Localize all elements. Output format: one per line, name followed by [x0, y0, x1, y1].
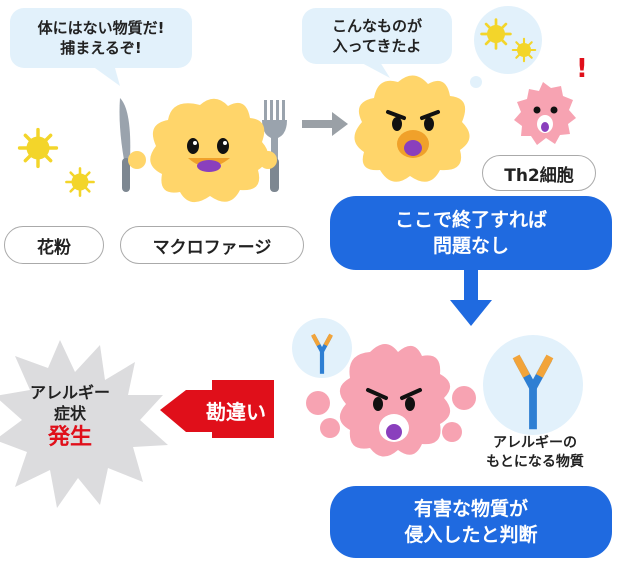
- label-pollen: 花粉: [4, 226, 104, 264]
- thought-bubble: [474, 6, 542, 74]
- macrophage-icon: [128, 98, 277, 203]
- speech-bubble-line: 入ってきたよ: [332, 37, 422, 55]
- pollen-icon: [480, 18, 512, 50]
- speech-bubble-tail: [95, 68, 120, 86]
- speech-bubble-tail: [360, 62, 390, 78]
- label-line: アレルギーの: [493, 435, 577, 451]
- label-antibody: アレルギーの もとになる物質: [476, 434, 594, 472]
- speech-bubble-line: 体にはない物質だ!: [37, 19, 165, 37]
- misjudge-label: 勘違い: [206, 400, 266, 424]
- misjudge-arrow: [160, 380, 274, 438]
- label-macrophage: マクロファージ: [120, 226, 304, 264]
- speech-bubble-line: 捕まえるぞ!: [60, 39, 142, 57]
- outcome-emphasis: 発生: [47, 425, 92, 450]
- thought-dot: [470, 76, 482, 88]
- arrow-right-icon: [302, 112, 348, 136]
- speech-bubble-macrophage: 体にはない物質だ! 捕まえるぞ!: [10, 8, 192, 68]
- macrophage-icon: [354, 75, 470, 182]
- outcome-line: 症状: [53, 404, 86, 423]
- box-line: 問題なし: [432, 235, 509, 257]
- pollen-icon: [17, 127, 59, 169]
- box-line: 侵入したと判断: [404, 524, 538, 546]
- knife-icon: [119, 98, 131, 192]
- label-line: もとになる物質: [486, 454, 584, 470]
- speech-bubble-report: こんなものが 入ってきたよ: [302, 8, 452, 64]
- th2-cell-icon: [514, 82, 576, 145]
- exclamation-mark: !: [576, 54, 588, 84]
- label-th2: Th2細胞: [482, 155, 596, 191]
- th2-cell-angry-icon: [306, 344, 476, 457]
- harmful-box: 有害な物質が 侵入したと判断: [330, 486, 612, 558]
- outcome-line: アレルギー: [29, 383, 110, 402]
- outcome-text: アレルギー 症状 発生: [12, 382, 128, 452]
- stop-here-box: ここで終了すれば 問題なし: [330, 196, 612, 270]
- box-line: 有害な物質が: [413, 498, 528, 520]
- pollen-icon: [511, 37, 537, 63]
- pollen-icon: [65, 167, 95, 197]
- fork-icon: [262, 100, 287, 192]
- box-line: ここで終了すれば: [394, 209, 547, 231]
- arrow-down-icon: [450, 270, 492, 326]
- speech-bubble-line: こんなものが: [331, 17, 422, 35]
- outcome-starburst: [0, 340, 168, 508]
